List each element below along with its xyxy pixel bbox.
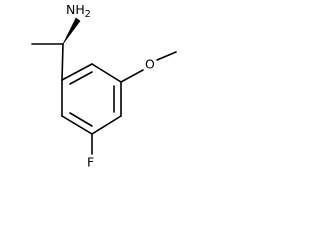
- molecule-structure: NH2 O F: [31, 2, 177, 170]
- ring-bond-4: [91, 115, 122, 135]
- atom-label-oxygen: O: [145, 57, 155, 72]
- bond-ring-oxygen: [120, 69, 144, 83]
- bond-chiral-ring: [61, 43, 64, 81]
- atom-label-amine: NH2: [66, 2, 91, 20]
- ring-double-bond-3: [69, 112, 93, 127]
- ring-bond-2: [91, 63, 122, 83]
- ring-bond-5: [61, 115, 93, 135]
- ring-double-bond-1: [69, 71, 93, 85]
- bond-wedge-amine: [62, 17, 81, 45]
- bond-oxygen-methyl: [156, 51, 177, 61]
- atom-label-fluorine: F: [87, 155, 94, 170]
- ring-bond-1: [61, 63, 93, 81]
